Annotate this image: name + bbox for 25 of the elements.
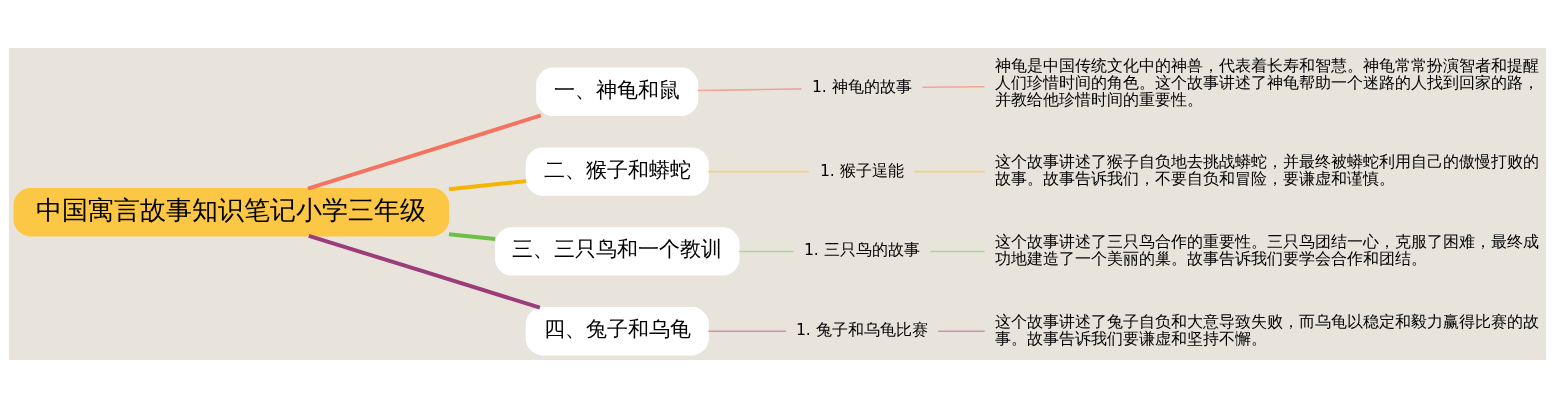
connector <box>913 170 986 173</box>
connector <box>448 179 527 192</box>
node-box: 一、神龟和鼠 <box>536 67 699 117</box>
node-text: 神龟是中国传统文化中的神兽，代表着长寿和智慧。神龟常常扮演智者和提醒人们珍惜时间的角色。这个故事讲述了神龟帮助一个迷路的人找到回家的路，并教给他珍惜时间的重要性。 <box>995 56 1540 110</box>
node-text: 这个故事讲述了兔子自负和大意导致失败，而乌龟以稳定和毅力赢得比赛的故事。故事告诉我们要谦虚和坚持不懈。 <box>995 311 1540 348</box>
node-box: 二、猴子和蟒蛇 <box>525 147 709 196</box>
node-text: 这个故事讲述了三只鸟合作的重要性。三只鸟团结一心，克服了困难，最终成功地建造了一个美丽的巢。故事告诉我们要学会合作和团结。 <box>995 231 1540 268</box>
node-box: 四、兔子和乌龟 <box>525 307 709 356</box>
connector <box>937 330 986 332</box>
connector <box>448 232 496 241</box>
node-text: 1. 猴子逞能 <box>819 160 904 180</box>
node-text: 1. 神龟的故事 <box>811 76 912 96</box>
connector <box>921 85 986 89</box>
connector <box>929 250 986 253</box>
connector <box>697 88 803 92</box>
connector <box>707 330 787 332</box>
node-box: 三、三只鸟和一个教训 <box>494 227 740 276</box>
connector <box>307 113 542 191</box>
connector <box>738 250 795 253</box>
connector <box>707 170 811 173</box>
node-text: 1. 兔子和乌龟比赛 <box>795 320 928 340</box>
node-box: 中国寓言故事知识笔记小学三年级 <box>13 187 450 237</box>
node-text: 1. 三只鸟的故事 <box>803 240 920 260</box>
connector <box>308 233 541 310</box>
node-text: 这个故事讲述了猴子自负地去挑战蟒蛇，并最终被蟒蛇利用自己的傲慢打败的故事。故事告诉我们，不要自负和冒险，要谦虚和谨慎。 <box>995 152 1540 189</box>
